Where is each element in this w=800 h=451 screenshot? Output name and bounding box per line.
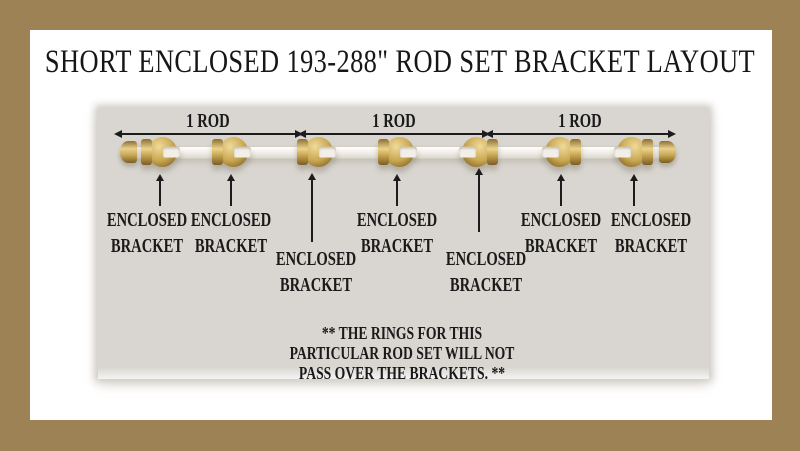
rings-note-line: ** THE RINGS FOR THIS xyxy=(321,323,483,343)
enclosed-bracket-icon xyxy=(615,137,653,167)
bracket-label: ENCLOSED BRACKET xyxy=(610,209,692,257)
enclosed-bracket-icon xyxy=(297,137,335,167)
rod-span-label: 1 ROD xyxy=(186,110,230,132)
up-arrow-icon xyxy=(156,174,164,206)
up-arrow-icon xyxy=(227,174,235,206)
up-arrow-icon xyxy=(475,168,483,232)
page-title: SHORT ENCLOSED 193-288" ROD SET BRACKET … xyxy=(44,44,756,80)
rod-span-label: 1 ROD xyxy=(372,110,416,132)
up-arrow-icon xyxy=(630,174,638,206)
enclosed-bracket-icon xyxy=(212,137,250,167)
bracket-label: ENCLOSED BRACKET xyxy=(190,209,272,257)
bracket-label: ENCLOSED BRACKET xyxy=(106,209,188,257)
dimension-arrow-icon xyxy=(298,130,490,138)
enclosed-bracket-icon xyxy=(378,137,416,167)
enclosed-bracket-icon xyxy=(141,137,179,167)
bracket-label: ENCLOSED BRACKET xyxy=(356,209,438,257)
rod-span-label: 1 ROD xyxy=(558,110,602,132)
dimension-arrow-icon xyxy=(114,130,303,138)
enclosed-bracket-icon xyxy=(543,137,581,167)
rod-end-cap-icon xyxy=(659,141,676,163)
bracket-label: ENCLOSED BRACKET xyxy=(275,248,357,296)
up-arrow-icon xyxy=(393,174,401,206)
rings-note-line: PARTICULAR ROD SET WILL NOT xyxy=(289,343,515,363)
rod-end-cap-icon xyxy=(120,141,137,163)
rings-note: ** THE RINGS FOR THIS PARTICULAR ROD SET… xyxy=(290,323,515,383)
bracket-label: ENCLOSED BRACKET xyxy=(445,248,527,296)
enclosed-bracket-icon xyxy=(460,137,498,167)
rings-note-line: PASS OVER THE BRACKETS. ** xyxy=(298,363,506,383)
bracket-label: ENCLOSED BRACKET xyxy=(520,209,602,257)
dimension-arrow-icon xyxy=(485,130,676,138)
up-arrow-icon xyxy=(557,174,565,206)
up-arrow-icon xyxy=(308,173,316,242)
